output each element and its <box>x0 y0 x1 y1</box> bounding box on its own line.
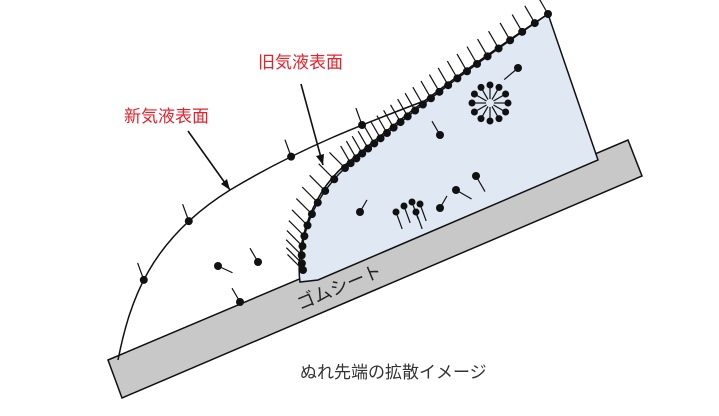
surface-molecule <box>303 221 312 230</box>
free-molecule <box>254 258 262 266</box>
surface-molecule <box>389 123 398 132</box>
bulk-molecule <box>514 64 522 72</box>
surface-molecule <box>307 210 316 219</box>
old-surface-label: 旧気液表面 <box>258 53 343 73</box>
surface-molecule <box>321 186 330 195</box>
surface-molecule <box>418 100 427 109</box>
surface-molecule <box>396 118 405 127</box>
surface-molecule <box>462 67 471 76</box>
surface-molecule <box>444 81 453 90</box>
new-surface-molecule <box>358 121 367 130</box>
surface-molecule <box>506 36 515 45</box>
bulk-molecule <box>436 204 444 212</box>
surfactant-molecules <box>137 0 552 306</box>
micelle-head <box>477 83 485 91</box>
new-surface-molecule <box>184 217 193 226</box>
surface-molecule <box>313 198 322 207</box>
surface-molecule <box>530 19 539 28</box>
adsorbing-molecule <box>412 208 420 216</box>
surface-molecule <box>297 259 306 268</box>
surface-molecule <box>370 139 379 148</box>
surface-molecule <box>483 52 492 61</box>
surface-molecule <box>300 232 309 241</box>
bulk-molecule <box>436 131 444 139</box>
adsorbing-molecule <box>416 200 424 208</box>
surface-molecule <box>376 134 385 143</box>
surface-molecule <box>435 87 444 96</box>
surface-molecule <box>330 175 339 184</box>
surface-molecule <box>544 10 552 18</box>
surface-molecule <box>352 154 361 163</box>
new-gas-liquid-surface <box>117 94 441 361</box>
surface-molecule <box>494 44 503 53</box>
adsorbing-molecule <box>392 208 400 216</box>
surface-molecule <box>426 94 435 103</box>
micelle-head <box>470 90 478 98</box>
free-molecule <box>214 262 222 270</box>
adsorbing-molecule <box>408 198 416 206</box>
surface-molecule <box>364 144 373 153</box>
micelle-head <box>468 99 476 107</box>
micelle-head <box>502 90 510 98</box>
caption: ぬれ先端の拡散イメージ <box>300 363 487 383</box>
micelle-head <box>470 108 478 116</box>
surface-molecule <box>403 112 412 121</box>
new-surface-label: 新気液表面 <box>124 107 209 127</box>
surface-molecule <box>453 74 462 83</box>
arrow-old-surface <box>300 83 324 166</box>
surface-molecule <box>411 106 420 115</box>
micelle-head <box>502 108 510 116</box>
micelle-head <box>477 115 485 123</box>
surface-molecule <box>518 27 527 36</box>
arrow-new-surface <box>187 130 231 191</box>
micelle-head <box>486 81 494 89</box>
adsorbing-molecule <box>400 202 408 210</box>
micelle-head <box>495 115 503 123</box>
surface-molecule <box>473 59 482 68</box>
surface-molecule <box>298 242 307 251</box>
surface-molecule <box>382 129 391 138</box>
free-molecule <box>236 298 244 306</box>
bulk-molecule <box>472 172 480 180</box>
new-surface-molecule <box>139 275 148 284</box>
bulk-molecule <box>356 208 364 216</box>
new-surface-molecule <box>287 152 296 161</box>
micelle-head <box>486 117 494 125</box>
surface-molecule <box>297 251 306 260</box>
bulk-molecule <box>452 186 460 194</box>
micelle <box>468 81 512 125</box>
surface-molecule <box>346 159 355 168</box>
surface-molecule <box>341 164 349 172</box>
surface-molecule <box>358 149 367 158</box>
micelle-head <box>504 99 512 107</box>
surface-molecule <box>299 266 307 274</box>
micelle-head <box>495 83 503 91</box>
